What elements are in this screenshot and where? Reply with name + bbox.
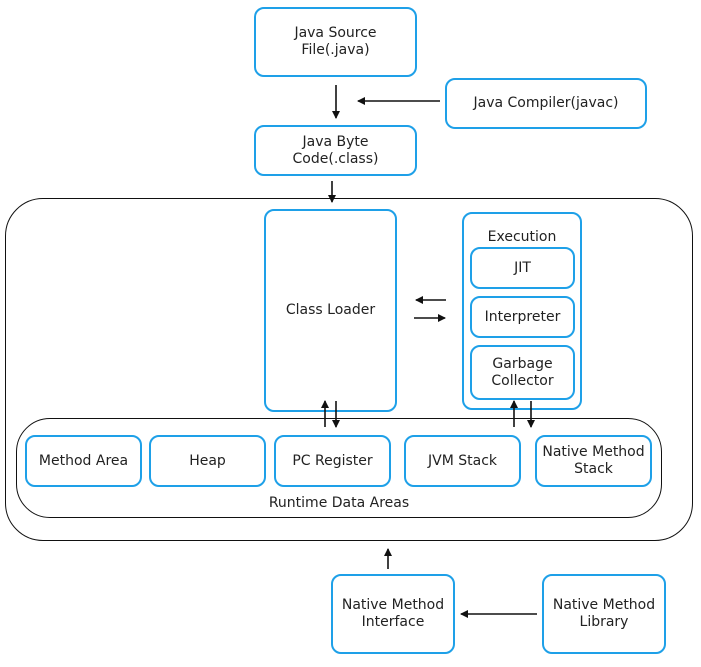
- native-method-stack-box: Native Method Stack: [535, 435, 652, 487]
- class-loader-box: Class Loader: [264, 209, 397, 412]
- pc-register-box: PC Register: [274, 435, 391, 487]
- native-method-interface-box: Native Method Interface: [331, 574, 455, 654]
- jvm-container: [5, 198, 693, 541]
- jvm-stack-box: JVM Stack: [404, 435, 521, 487]
- jit-box: JIT: [470, 247, 575, 289]
- java-source-file-box: Java Source File(.java): [254, 7, 417, 77]
- java-compiler-box: Java Compiler(javac): [445, 78, 647, 129]
- java-byte-code-box: Java Byte Code(.class): [254, 125, 417, 176]
- execution-title: Execution: [487, 229, 557, 245]
- heap-box: Heap: [149, 435, 266, 487]
- runtime-data-areas-label: Runtime Data Areas: [268, 495, 410, 511]
- native-method-library-box: Native Method Library: [542, 574, 666, 654]
- garbage-collector-box: Garbage Collector: [470, 345, 575, 400]
- method-area-box: Method Area: [25, 435, 142, 487]
- interpreter-box: Interpreter: [470, 296, 575, 338]
- runtime-data-areas-container: [16, 418, 662, 518]
